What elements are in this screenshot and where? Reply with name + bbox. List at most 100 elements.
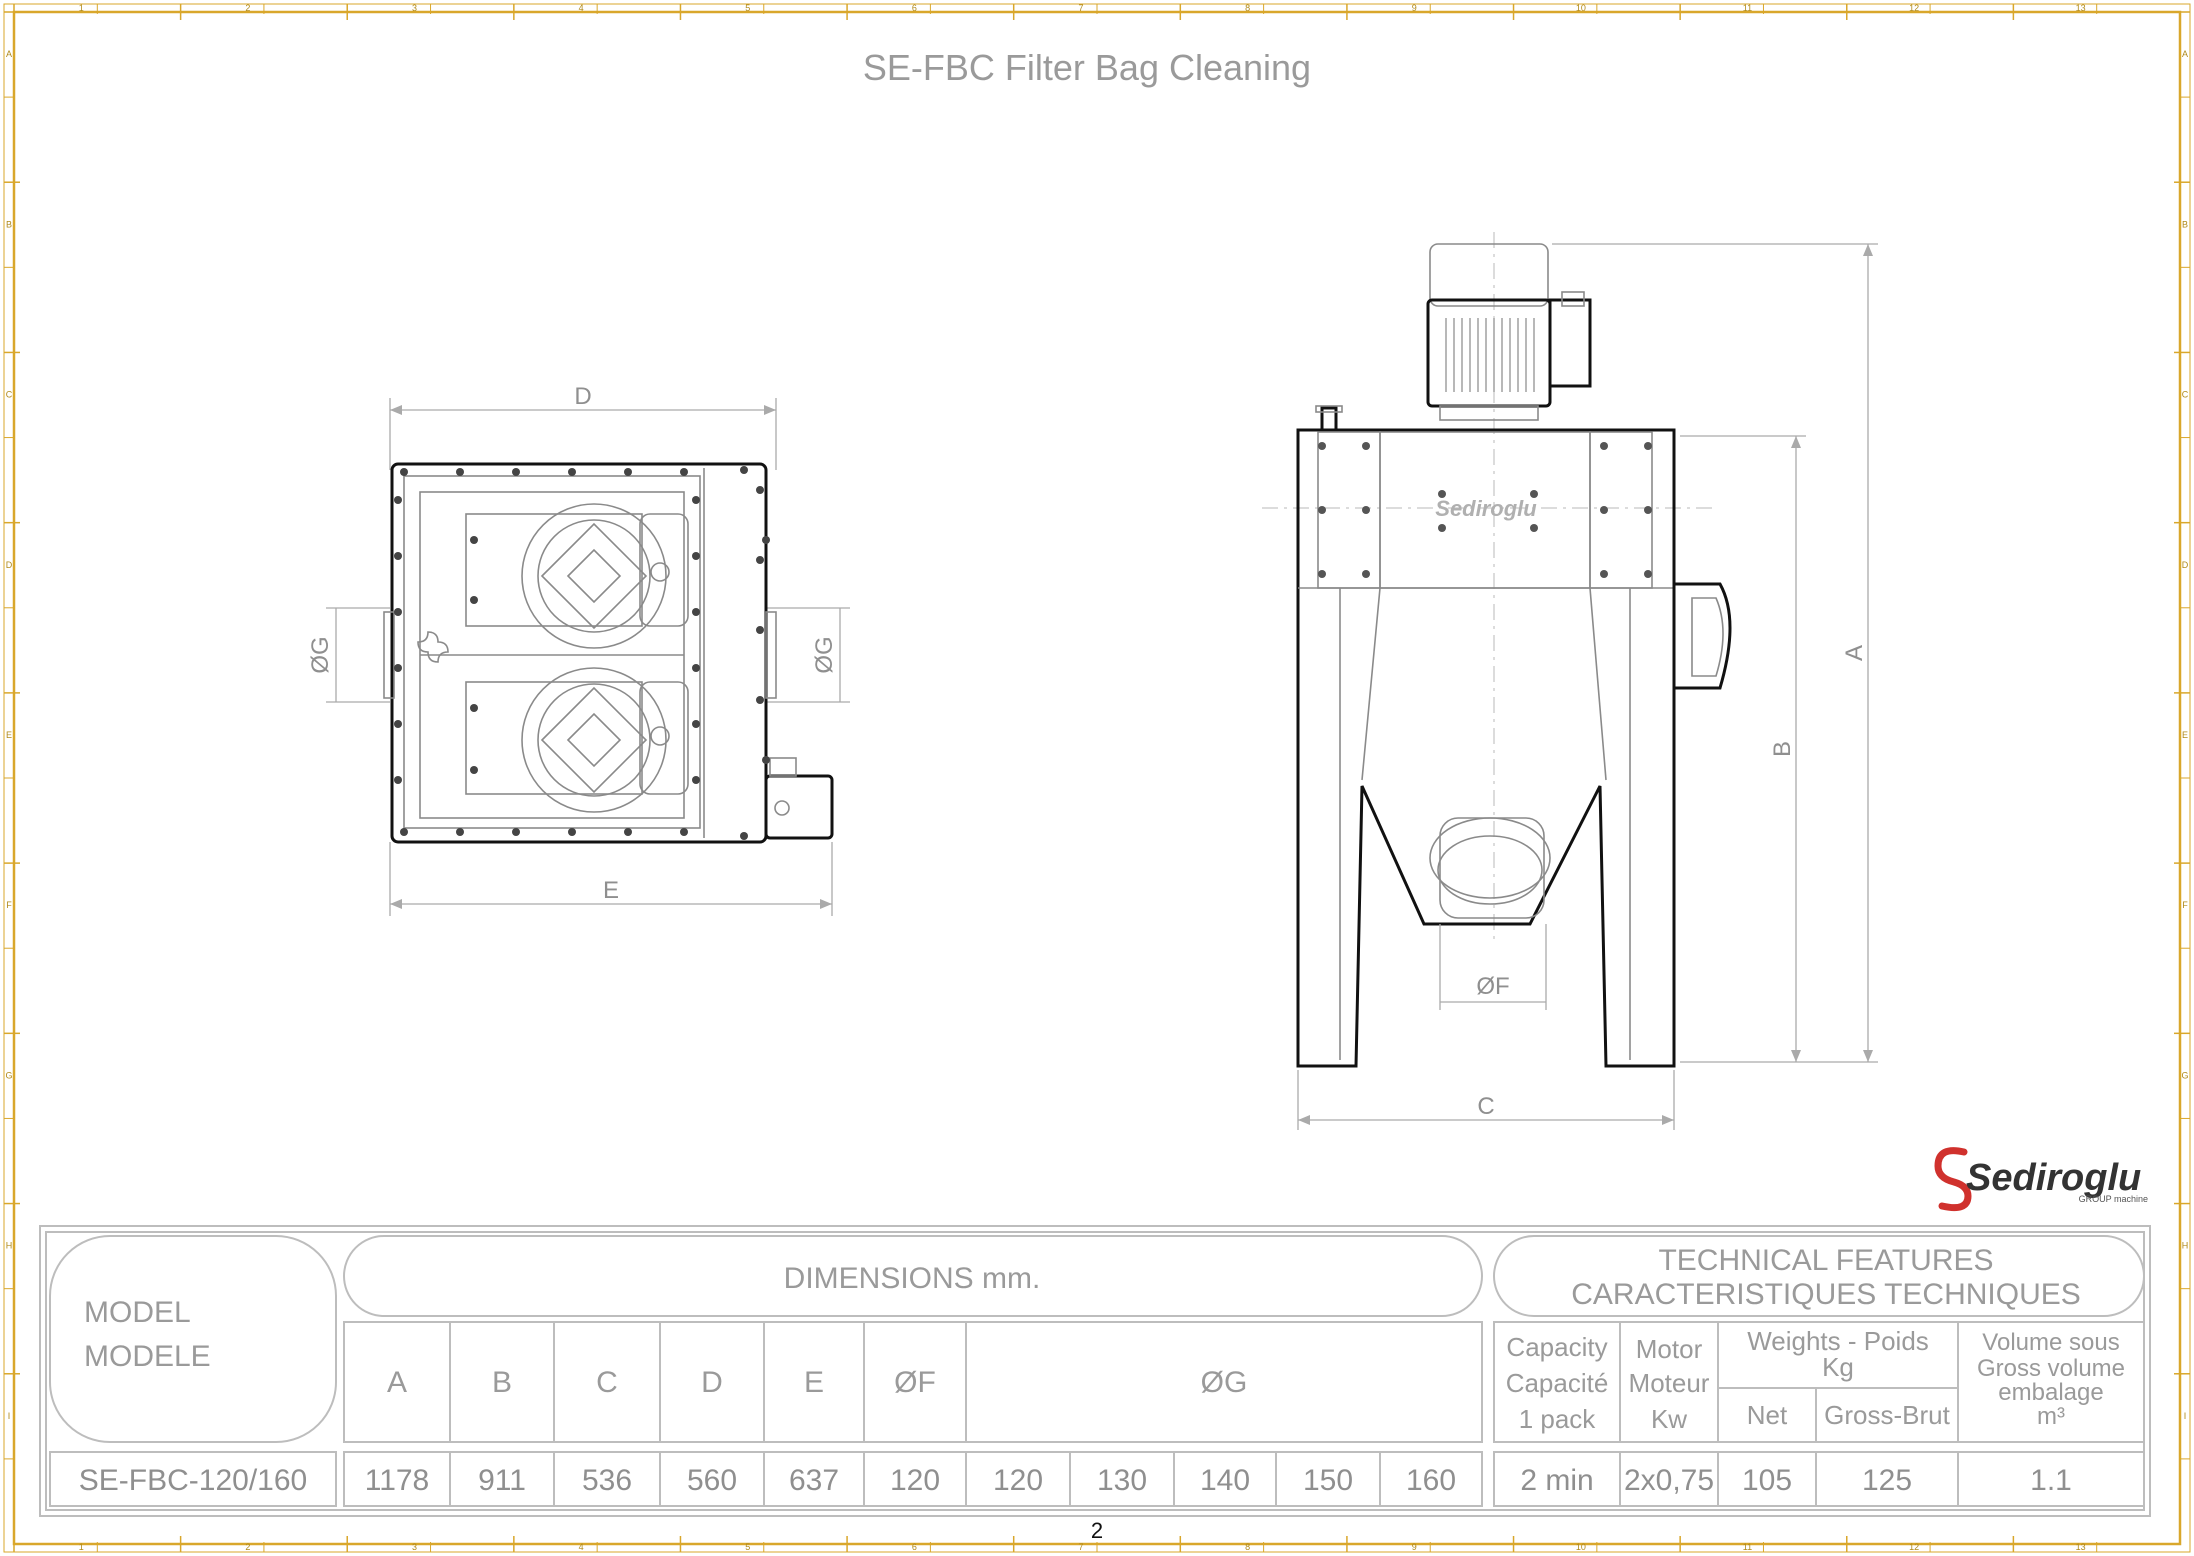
dimension-cell: 160 <box>1406 1464 1456 1497</box>
dimension-cell: 130 <box>1097 1464 1147 1497</box>
ruler-row-label: C <box>2182 390 2189 400</box>
ruler-col-label: 10 <box>1576 1542 1586 1552</box>
dim-column-header: ØG <box>1201 1366 1248 1399</box>
model-cell: SE-FBC-120/160 <box>79 1464 307 1497</box>
dimension-cell: 560 <box>687 1464 737 1497</box>
ruler-col-label: 12 <box>1909 3 1919 13</box>
dimension-cell: 1178 <box>365 1464 430 1497</box>
ruler-col-label: 13 <box>2076 1542 2086 1552</box>
dim-column-header: A <box>387 1366 407 1399</box>
weights-header-unit: Kg <box>1822 1352 1854 1382</box>
dimension-cell: 120 <box>993 1464 1043 1497</box>
ruler-row-label: I <box>2184 1411 2187 1421</box>
ruler-row-label: F <box>6 900 12 910</box>
ruler-col-label: 2 <box>245 3 250 13</box>
dimension-cell: 140 <box>1200 1464 1250 1497</box>
ruler-col-label: 10 <box>1576 3 1586 13</box>
ruler-row-label: F <box>2182 900 2188 910</box>
ruler-col-label: 1 <box>79 1542 84 1552</box>
tech-header-en: TECHNICAL FEATURES <box>1658 1244 1993 1277</box>
brand-sub: GROUP machine <box>2079 1194 2148 1204</box>
ruler-row-label: D <box>6 560 13 570</box>
dimension-cell: 150 <box>1303 1464 1353 1497</box>
ruler-col-label: 9 <box>1412 3 1417 13</box>
ruler-row-label: E <box>6 730 12 740</box>
ruler-col-label: 11 <box>1743 3 1752 13</box>
motor-cell: 2x0,75 <box>1624 1464 1714 1497</box>
ruler-row-label: H <box>6 1241 13 1251</box>
top-view: D E ØG ØG <box>307 383 850 916</box>
dim-label-g-left: ØG <box>307 636 334 673</box>
ruler-ticks <box>4 4 2190 1552</box>
dim-column-header: E <box>804 1366 824 1399</box>
ruler-row-label: G <box>5 1070 12 1080</box>
dim-label-c: C <box>1477 1093 1494 1120</box>
volume-header-2: Gross volume <box>1977 1355 2125 1382</box>
dimension-cell: 536 <box>582 1464 632 1497</box>
dim-column-header: D <box>701 1366 723 1399</box>
weights-header: Weights - Poids <box>1747 1326 1929 1356</box>
dimension-cell: 120 <box>890 1464 940 1497</box>
ruler-col-label: 6 <box>912 1542 917 1552</box>
dimension-cell: 911 <box>478 1464 526 1497</box>
gross-weight-cell: 125 <box>1862 1464 1912 1497</box>
volume-cell: 1.1 <box>2030 1464 2072 1497</box>
motor-header-fr: Moteur <box>1629 1368 1710 1398</box>
brand-s-icon <box>1934 1147 1972 1212</box>
capacity-header-unit: 1 pack <box>1519 1404 1597 1434</box>
dim-label-f: ØF <box>1476 973 1509 1000</box>
ruler-row-label: H <box>2182 1241 2189 1251</box>
ruler-row-label: A <box>6 49 12 59</box>
ruler-row-label: B <box>6 219 12 229</box>
volume-header-unit: m³ <box>2037 1403 2065 1430</box>
brand-logo: Sediroglu GROUP machine <box>1934 1147 2148 1212</box>
net-weight-cell: 105 <box>1742 1464 1792 1497</box>
dimension-cell: 637 <box>789 1464 839 1497</box>
dim-label-d: D <box>574 383 591 410</box>
model-header-en: MODEL <box>84 1296 191 1329</box>
brand-name: Sediroglu <box>1966 1157 2141 1199</box>
dimensions-header: DIMENSIONS mm. <box>784 1262 1041 1295</box>
page-number: 2 <box>1091 1518 1103 1543</box>
motor-header-unit: Kw <box>1651 1404 1687 1434</box>
ruler-col-label: 1 <box>79 3 84 13</box>
ruler-col-label: 4 <box>579 1542 584 1552</box>
dim-column-header: C <box>596 1366 618 1399</box>
ruler-col-label: 8 <box>1245 1542 1250 1552</box>
weights-net-header: Net <box>1747 1400 1788 1430</box>
ruler-col-label: 2 <box>245 1542 250 1552</box>
ruler-col-label: 5 <box>745 1542 750 1552</box>
model-header-fr: MODELE <box>84 1340 211 1373</box>
spec-table: MODEL MODELE DIMENSIONS mm. TECHNICAL FE… <box>39 1225 2151 1517</box>
ruler-row-label: C <box>6 390 13 400</box>
weights-gross-header: Gross-Brut <box>1824 1400 1950 1430</box>
dim-column-header: ØF <box>894 1366 936 1399</box>
tech-header-fr: CARACTERISTIQUES TECHNIQUES <box>1571 1278 2081 1311</box>
capacity-header-fr: Capacité <box>1506 1368 1609 1398</box>
ruler-col-label: 13 <box>2076 3 2086 13</box>
ruler-row-label: A <box>2182 49 2188 59</box>
ruler-col-label: 3 <box>412 1542 417 1552</box>
sheet-frame <box>3 3 2191 1553</box>
ruler-col-label: 7 <box>1078 3 1083 13</box>
drawing-title: SE-FBC Filter Bag Cleaning <box>863 47 1311 88</box>
nameplate-text: Sediroglu <box>1435 496 1537 521</box>
ruler-row-label: B <box>2182 219 2188 229</box>
dim-column-header: B <box>492 1366 512 1399</box>
ruler-col-label: 4 <box>579 3 584 13</box>
motor-header-en: Motor <box>1636 1334 1703 1364</box>
ruler-col-label: 12 <box>1909 1542 1919 1552</box>
volume-header-1: Volume sous <box>1982 1329 2119 1356</box>
ruler-row-label: E <box>2182 730 2188 740</box>
ruler-col-label: 5 <box>745 3 750 13</box>
ruler-col-label: 3 <box>412 3 417 13</box>
ruler-col-label: 6 <box>912 3 917 13</box>
dim-label-b: B <box>1769 741 1796 757</box>
volume-header-3: embalage <box>1998 1379 2103 1406</box>
ruler-col-label: 11 <box>1743 1542 1752 1552</box>
ruler-row-label: I <box>8 1411 11 1421</box>
dim-label-e: E <box>603 877 619 904</box>
dim-label-g-right: ØG <box>811 636 838 673</box>
capacity-header-en: Capacity <box>1506 1332 1607 1362</box>
